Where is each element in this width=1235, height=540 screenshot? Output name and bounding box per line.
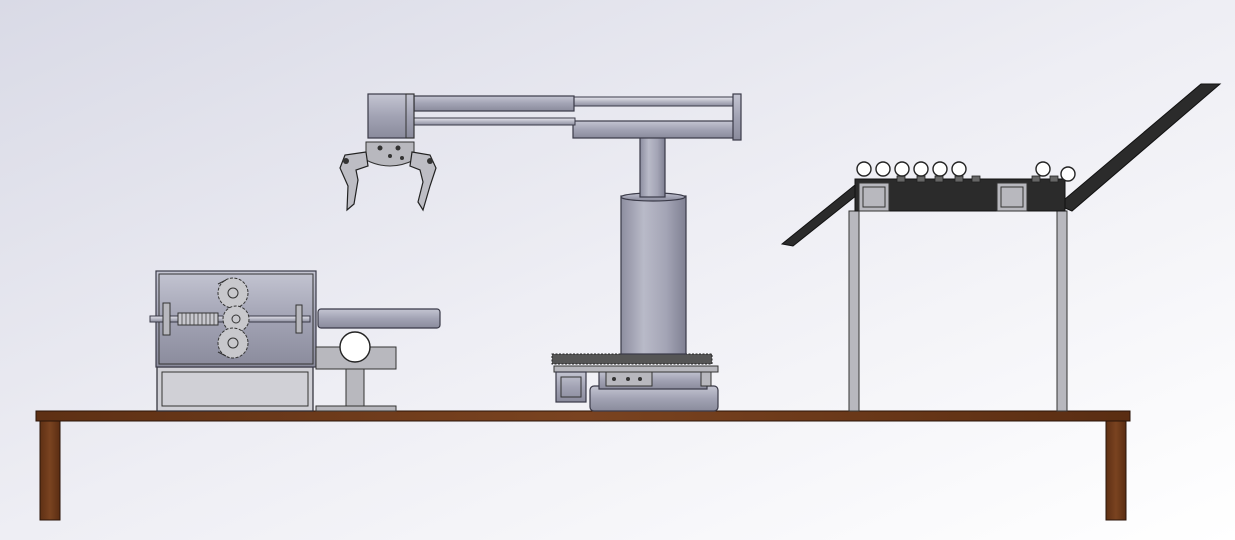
conveyor-ball [1035,161,1051,177]
arm-rod-lower-left [409,117,576,126]
support-base [315,405,397,412]
base-gear-ring [551,353,713,365]
conveyor-ball [894,161,910,177]
conveyor-leg-right [1056,210,1068,412]
shaft-bracket-right [295,304,303,334]
bearing-block-right [996,182,1028,212]
conveyor-ball [951,161,967,177]
shaft-bracket-left [162,302,171,336]
feed-support [315,331,397,412]
arm-rod-upper [572,96,735,107]
bearing-block-left [858,182,890,212]
robotic-arm [339,93,742,412]
conveyor-ball [875,161,891,177]
base-mount [553,365,719,373]
gear-top [217,277,249,309]
arm-column [620,195,687,355]
table-top [35,410,1131,422]
gear-bottom [217,327,249,359]
bracket-right [700,371,712,387]
arm-cylinder [413,95,575,112]
work-table [35,410,1131,521]
support-ball [339,331,371,363]
table-leg-left [39,420,61,521]
conveyor-ball [913,161,929,177]
conveyor-leg-left [848,210,860,412]
arm-base-plate [589,385,719,412]
conveyor-deck [854,178,1066,212]
conveyor-ramp-right [1057,83,1222,212]
ball-conveyor [780,83,1222,412]
support-post [345,368,365,410]
gripper-claw-right [409,151,437,212]
arm-telescope-outer [572,120,738,139]
gripper-claw-left [339,151,369,212]
gripper-housing [367,93,415,139]
feed-guide-bar [317,308,441,329]
conveyor-ball [1060,166,1076,182]
arm-column-upper [639,136,666,198]
conveyor-ball [932,161,948,177]
conveyor-ball [856,161,872,177]
machine-stand [156,366,314,412]
arm-end-cap [732,93,742,141]
table-leg-right [1105,420,1127,521]
cutting-machine [149,270,441,412]
